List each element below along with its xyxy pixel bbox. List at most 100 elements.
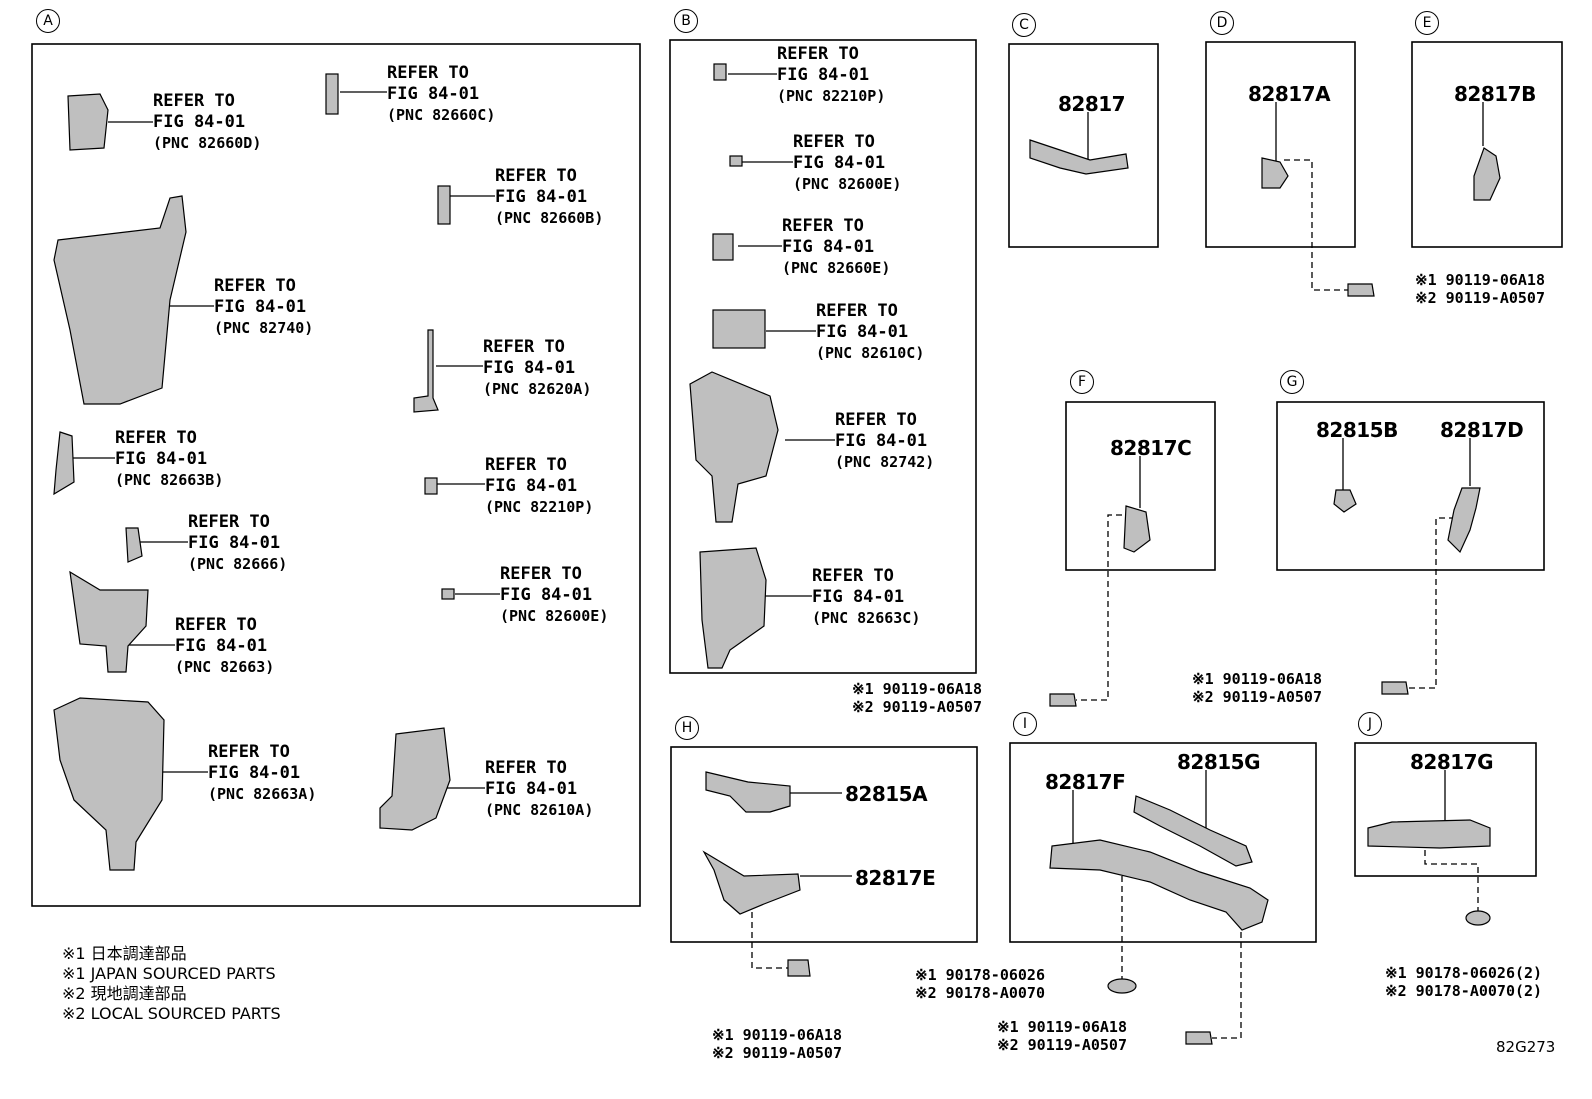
refer-line2: FIG 84-01 bbox=[485, 779, 578, 799]
bolt-line1: ※1 90119-06A18 bbox=[852, 680, 982, 698]
refer-line1: REFER TO bbox=[835, 410, 917, 430]
pnc-ref: (PNC 82210P) bbox=[777, 87, 886, 105]
pnc-ref: (PNC 82600E) bbox=[500, 607, 609, 625]
refer-line1: REFER TO bbox=[214, 276, 296, 296]
pnc-ref: (PNC 82660C) bbox=[387, 106, 496, 124]
refer-line1: REFER TO bbox=[485, 758, 567, 778]
panel-label-c: C bbox=[1012, 13, 1036, 37]
pnc-ref: (PNC 82742) bbox=[835, 453, 935, 471]
panel-d-frame bbox=[1205, 41, 1356, 248]
part-number-82817[interactable]: 82817 bbox=[1058, 92, 1126, 116]
part-number-82815g[interactable]: 82815G bbox=[1177, 750, 1261, 774]
pnc-ref: (PNC 82660D) bbox=[153, 134, 262, 152]
refer-line2: FIG 84-01 bbox=[500, 585, 593, 605]
refer-line1: REFER TO bbox=[188, 512, 270, 532]
bolt-d-drawing bbox=[1347, 283, 1375, 297]
bracket-82663-drawing bbox=[69, 570, 149, 673]
refer-line2: FIG 84-01 bbox=[175, 636, 268, 656]
bolt-line2: ※2 90119-A0507 bbox=[712, 1044, 842, 1062]
clip-callout-i[interactable]: ※1 90178-06026※2 90178-A0070 bbox=[915, 966, 1045, 1002]
bolt-callout-i[interactable]: ※1 90119-06A18※2 90119-A0507 bbox=[997, 1018, 1127, 1054]
bolt-line2: ※2 90119-A0507 bbox=[1415, 289, 1545, 307]
part-number-82817a[interactable]: 82817A bbox=[1248, 82, 1331, 106]
panel-label-f: F bbox=[1070, 370, 1094, 394]
panel-a-frame bbox=[31, 43, 641, 907]
relay-block-82660d-drawing bbox=[67, 93, 109, 151]
refer-line2: FIG 84-01 bbox=[387, 84, 480, 104]
bracket-82817f-drawing bbox=[1049, 839, 1269, 931]
clip-callout-j[interactable]: ※1 90178-06026(2)※2 90178-A0070(2) bbox=[1385, 964, 1542, 1000]
bolt-callout-h[interactable]: ※1 90119-06A18※2 90119-A0507 bbox=[712, 1026, 842, 1062]
connector-82600e-drawing bbox=[441, 588, 455, 600]
pnc-ref: (PNC 82660E) bbox=[782, 259, 891, 277]
relay-82660e-drawing bbox=[712, 233, 734, 261]
footnote-1-jp: ※1 日本調達部品 bbox=[62, 944, 187, 963]
footnotes: ※1 日本調達部品 ※1 JAPAN SOURCED PARTS ※2 現地調達… bbox=[62, 944, 281, 1024]
part-number-82817c[interactable]: 82817C bbox=[1110, 436, 1192, 460]
refer-line2: FIG 84-01 bbox=[208, 763, 301, 783]
refer-line2: FIG 84-01 bbox=[835, 431, 928, 451]
bracket-82740-drawing bbox=[53, 195, 187, 405]
part-number-82817f[interactable]: 82817F bbox=[1045, 770, 1126, 794]
cover-82666-drawing bbox=[125, 527, 143, 563]
refer-line2: FIG 84-01 bbox=[812, 587, 905, 607]
pnc-ref: (PNC 82663C) bbox=[812, 609, 921, 627]
refer-line2: FIG 84-01 bbox=[115, 449, 208, 469]
pnc-ref: (PNC 82663) bbox=[175, 658, 275, 676]
part-number-82817e[interactable]: 82817E bbox=[855, 866, 936, 890]
diagram-code: 82G273 bbox=[1496, 1038, 1556, 1056]
refer-line1: REFER TO bbox=[485, 455, 567, 475]
refer-line1: REFER TO bbox=[153, 91, 235, 111]
connector-82600e-b-drawing bbox=[729, 155, 743, 167]
part-number-82817g[interactable]: 82817G bbox=[1410, 750, 1494, 774]
pnc-ref: (PNC 82610C) bbox=[816, 344, 925, 362]
bolt-callout-d[interactable]: ※1 90119-06A18※2 90119-A0507 bbox=[1415, 271, 1545, 307]
pnc-ref: (PNC 82663B) bbox=[115, 471, 224, 489]
refer-line1: REFER TO bbox=[782, 216, 864, 236]
part-number-82815b[interactable]: 82815B bbox=[1316, 418, 1398, 442]
duct-82815g-drawing bbox=[1133, 795, 1253, 867]
pnc-ref: (PNC 82660B) bbox=[495, 209, 604, 227]
footnote-2-jp: ※2 現地調達部品 bbox=[62, 984, 187, 1003]
bolt-i-drawing bbox=[1185, 1031, 1213, 1045]
refer-line1: REFER TO bbox=[812, 566, 894, 586]
pnc-ref: (PNC 82600E) bbox=[793, 175, 902, 193]
bolt-h-drawing bbox=[787, 959, 811, 977]
part-number-82815a[interactable]: 82815A bbox=[845, 782, 928, 806]
panel-label-j: J bbox=[1358, 712, 1382, 736]
refer-line2: FIG 84-01 bbox=[485, 476, 578, 496]
bolt-f-drawing bbox=[1049, 693, 1077, 707]
bolt-callout-g[interactable]: ※1 90119-06A18※2 90119-A0507 bbox=[1192, 670, 1322, 706]
bracket-82817g-drawing bbox=[1367, 819, 1491, 849]
bolt-callout-f[interactable]: ※1 90119-06A18※2 90119-A0507 bbox=[852, 680, 982, 716]
part-number-82817b[interactable]: 82817B bbox=[1454, 82, 1536, 106]
bracket-82817d-drawing bbox=[1447, 487, 1481, 554]
panel-label-d: D bbox=[1210, 11, 1234, 35]
bolt-line2: ※2 90119-A0507 bbox=[852, 698, 982, 716]
part-number-82817d[interactable]: 82817D bbox=[1440, 418, 1524, 442]
refer-line2: FIG 84-01 bbox=[495, 187, 588, 207]
panel-f-frame bbox=[1065, 401, 1216, 571]
relay-82660b-drawing bbox=[437, 185, 451, 225]
bracket-82742-drawing bbox=[689, 371, 779, 523]
clip-82815b-drawing bbox=[1333, 489, 1357, 513]
junction-block-82610a-drawing bbox=[379, 727, 451, 831]
